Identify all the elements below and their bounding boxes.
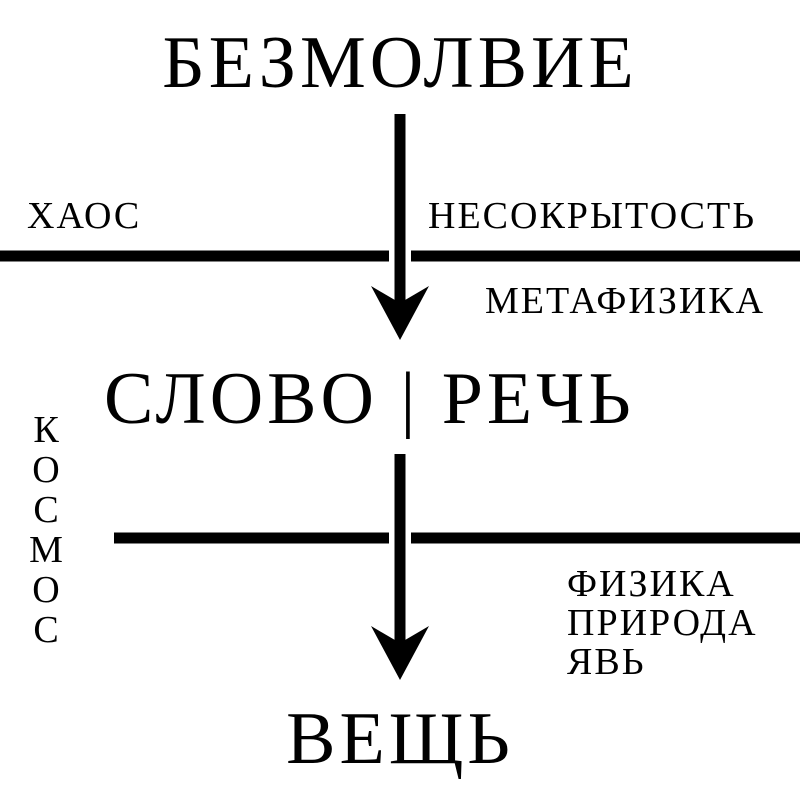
middle-title: СЛОВО | РЕЧЬ <box>104 358 635 440</box>
nature-stack: ФИЗИКА ПРИРОДА ЯВЬ <box>567 565 758 681</box>
bottom-title: ВЕЩЬ <box>286 698 514 780</box>
kosmos-letter: М <box>29 529 63 571</box>
metaphysics-label: МЕТАФИЗИКА <box>485 280 766 322</box>
kosmos-letter: О <box>32 449 60 491</box>
kosmos-letter: С <box>33 489 59 531</box>
chaos-label: ХАОС <box>27 195 142 237</box>
unconcealed-label: НЕСОКРЫТОСТЬ <box>428 195 757 237</box>
physics-label: ФИЗИКА <box>567 563 736 605</box>
reality-label: ЯВЬ <box>567 640 646 683</box>
upper-down-arrow <box>371 114 429 340</box>
top-title: БЕЗМОЛВИЕ <box>162 22 638 104</box>
nature-label: ПРИРОДА <box>567 601 758 644</box>
kosmos-letter: О <box>32 569 60 611</box>
lower-down-arrow <box>371 454 429 680</box>
kosmos-letter: К <box>33 409 59 451</box>
kosmos-letter: С <box>33 609 59 651</box>
